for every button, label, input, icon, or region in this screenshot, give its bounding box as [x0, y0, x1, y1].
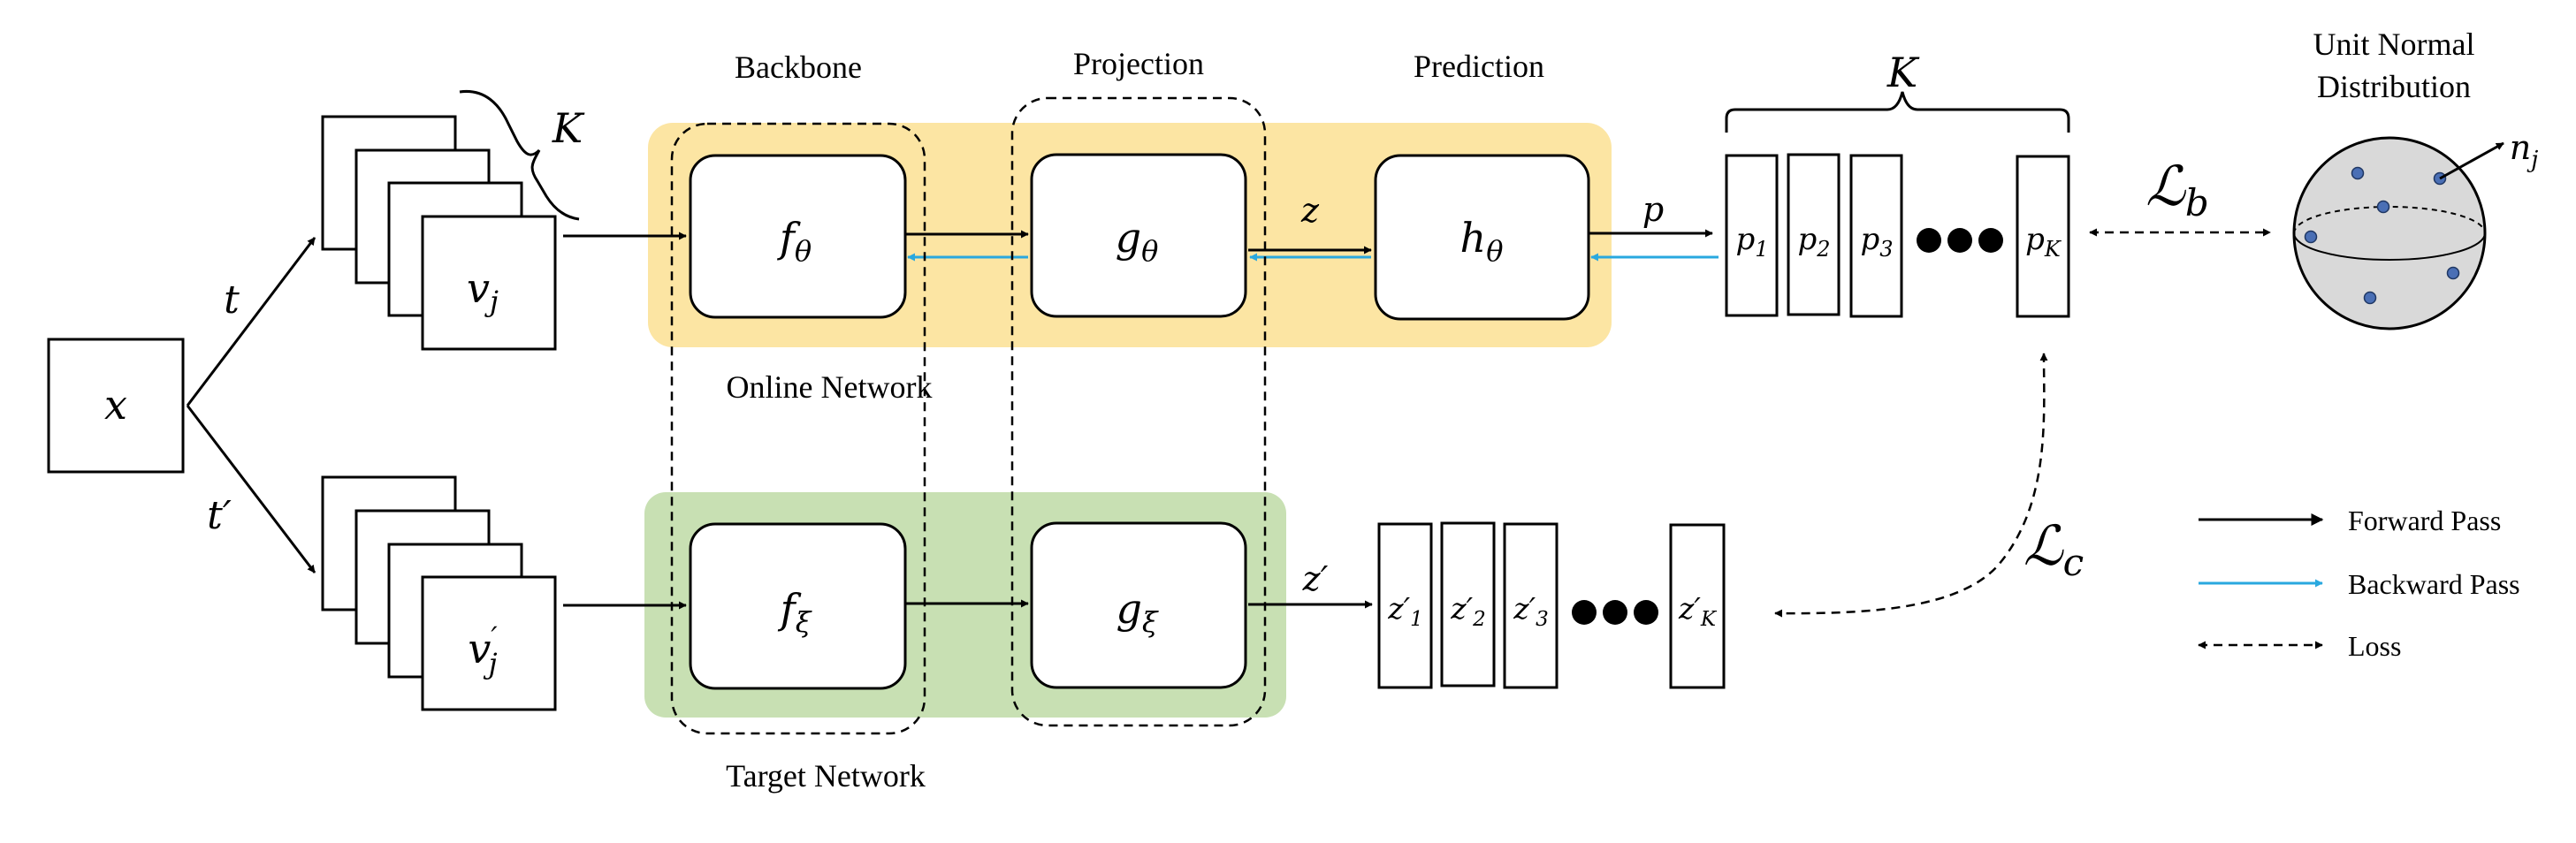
target-network-label: Target Network: [726, 758, 926, 794]
z-cell-1: [1377, 522, 1433, 689]
online-view-label: vj: [467, 264, 499, 318]
p-cell-3: [1849, 154, 1903, 318]
target-projector-label: gξ: [1116, 585, 1158, 639]
z-prime-label: z′: [1302, 559, 1329, 598]
online-projector-label: gθ: [1116, 214, 1159, 268]
legend-forward-label: Forward Pass: [2348, 505, 2501, 536]
legend-loss-label: Loss: [2348, 630, 2401, 662]
z-label: z: [1300, 191, 1320, 230]
vector-arrow: [2439, 141, 2504, 180]
target-branch-arrow: [186, 405, 316, 573]
target-encoder-box: [689, 522, 907, 690]
p-label: p: [1642, 190, 1664, 229]
target-view-label: v′j: [468, 620, 498, 680]
p-output-cells: [1725, 153, 2070, 318]
p-cell-2-label: p2: [1797, 222, 1830, 262]
online-branch-arrow: [186, 237, 316, 406]
loss-c-arrow: [1774, 353, 2048, 618]
vector-label: nj: [2510, 128, 2539, 173]
projection-title: Projection: [1073, 46, 1204, 81]
p-cell-1: [1725, 154, 1779, 317]
projection-group-outline: [1010, 96, 1267, 727]
p-cell-3-label: p3: [1860, 222, 1893, 262]
z-cell-3-label: z′3: [1513, 591, 1549, 631]
view-stack-count-label: K: [552, 104, 585, 152]
online-projector-box: [1030, 153, 1247, 318]
target-view-stack: [321, 475, 557, 711]
z-output-cells: [1377, 521, 1726, 689]
transform-t-label: t: [224, 277, 240, 323]
z-ellipsis-dots: [1572, 600, 1658, 625]
p-outputs-brace: [1725, 91, 2070, 133]
z-cell-3: [1503, 522, 1559, 689]
online-encoder-box: [689, 154, 907, 319]
online-predictor-label: hθ: [1460, 214, 1504, 268]
z-cell-2-label: z′2: [1450, 591, 1486, 631]
z-cell-k: [1669, 523, 1726, 689]
input-label: x: [104, 381, 127, 429]
transform-t-prime-label: t′: [207, 493, 232, 538]
sphere-title-line2: Distribution: [2317, 69, 2471, 104]
p-cell-2: [1787, 153, 1841, 316]
online-predictor-box: [1374, 154, 1590, 321]
p-cell-1-label: p1: [1735, 222, 1768, 262]
backbone-title: Backbone: [735, 49, 862, 85]
z-cell-2: [1440, 521, 1496, 687]
target-projector-box: [1030, 521, 1247, 689]
loss-c-label: ℒc: [2023, 513, 2084, 584]
sphere-title-line1: Unit Normal: [2313, 27, 2475, 62]
input-box: [47, 338, 185, 474]
backbone-group-outline: [670, 122, 926, 735]
unit-sphere: [2292, 136, 2487, 330]
online-view-stack: [321, 115, 557, 351]
online-network-label: Online Network: [727, 369, 933, 405]
p-outputs-count-label: K: [1886, 49, 1920, 96]
z-cell-1-label: z′1: [1387, 591, 1423, 631]
prediction-title: Prediction: [1414, 49, 1544, 84]
legend-backward-label: Backward Pass: [2348, 568, 2520, 600]
p-cell-k: [2016, 155, 2070, 318]
p-ellipsis-dots: [1917, 228, 2003, 253]
loss-b-label: ℒb: [2145, 154, 2209, 224]
z-cell-k-label: z′K: [1678, 591, 1718, 631]
p-cell-k-label: pK: [2025, 222, 2062, 262]
view-stack-brace: [459, 89, 580, 221]
legend: Forward Pass Backward Pass Loss: [2198, 505, 2520, 662]
